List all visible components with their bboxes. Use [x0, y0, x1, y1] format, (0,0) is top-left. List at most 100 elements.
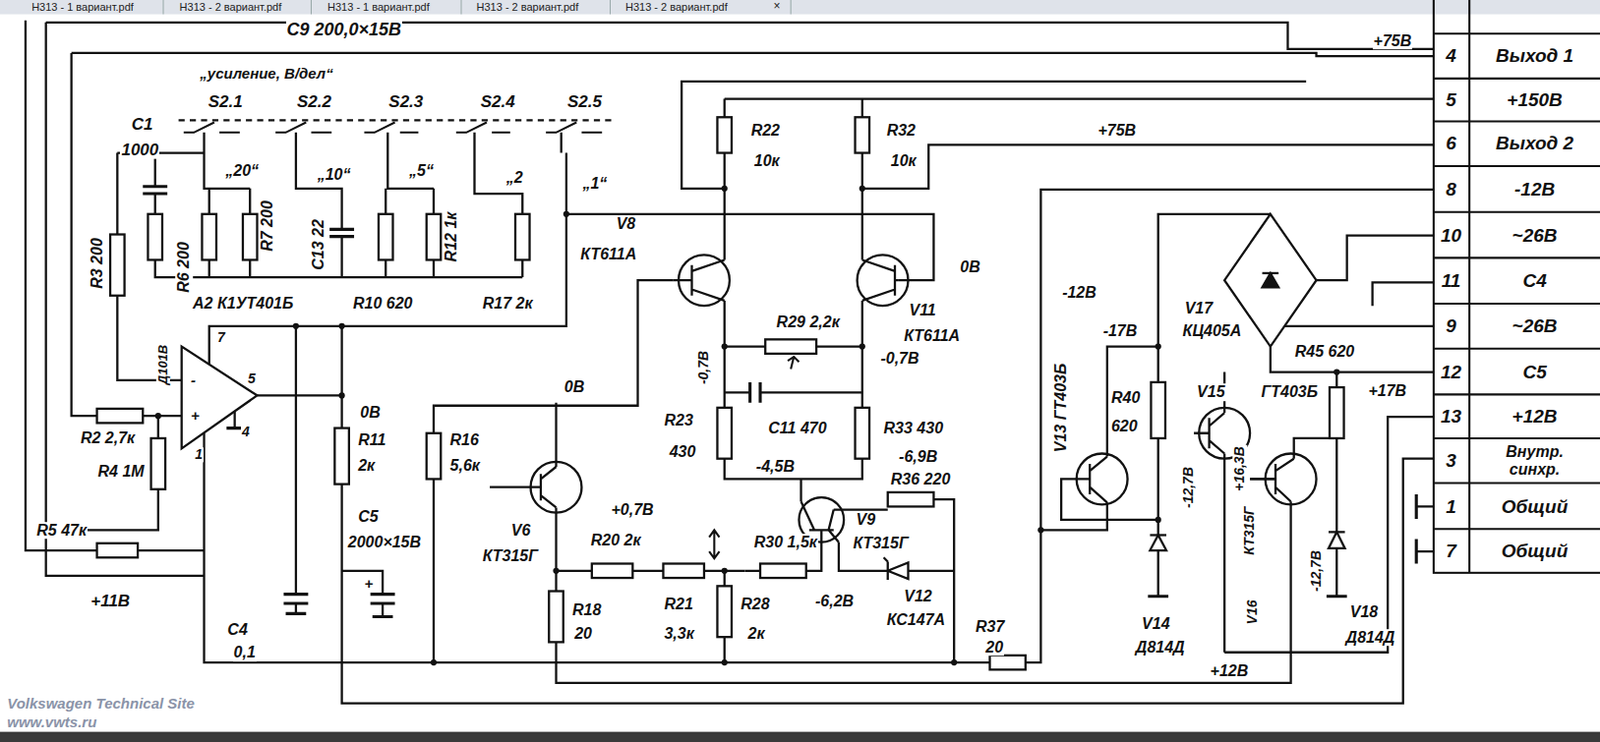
- component-label: 1: [193, 447, 204, 463]
- component-label: С9 200,0×15В: [286, 20, 404, 41]
- component-label: „1“: [581, 175, 608, 193]
- switch-symbols: [178, 119, 800, 559]
- component-label: +75В: [1096, 121, 1137, 140]
- component-label: R22: [750, 121, 781, 140]
- component-label: 10к: [889, 152, 918, 171]
- component-label: R4 1М: [97, 464, 146, 482]
- component-label: V15: [1195, 384, 1226, 403]
- component-label: -12,7В: [1308, 549, 1324, 593]
- table-cell: 3: [1444, 451, 1458, 473]
- status-strip: [0, 732, 1600, 742]
- table-cell: С5: [1521, 361, 1547, 383]
- component-label: 0В: [563, 379, 586, 398]
- component-label: „10“: [316, 167, 353, 185]
- table-cell: 4: [1444, 46, 1458, 67]
- table-cell: 7: [1444, 541, 1458, 563]
- component-label: Д101В: [156, 344, 171, 386]
- table-cell: Выход 2: [1494, 133, 1575, 155]
- tab-title: Н313 - 1 вариант.pdf: [326, 0, 431, 13]
- component-label: -4,5В: [755, 458, 796, 476]
- component-label: V18: [1349, 603, 1379, 622]
- tab-bar: [0, 0, 1600, 15]
- table-cell: 6: [1444, 133, 1458, 155]
- tab-separators: [163, 0, 791, 15]
- table-cell: 8: [1444, 179, 1458, 201]
- component-label: R29 2,2к: [775, 313, 841, 332]
- component-label: V8: [615, 215, 638, 234]
- tab-title: Н313 - 2 вариант.pdf: [475, 0, 581, 13]
- component-label: КТ611А: [902, 328, 961, 347]
- component-label: 0В: [358, 404, 381, 422]
- component-label: V16: [1245, 598, 1261, 626]
- component-label: R20 2к: [590, 532, 643, 550]
- component-label: Д814Д: [1134, 639, 1186, 657]
- component-label: V11: [907, 302, 937, 321]
- component-label: R30 1,5к: [753, 533, 819, 552]
- component-label: R32: [886, 121, 917, 140]
- component-label: КТ315Г: [1242, 505, 1257, 556]
- component-label: R18: [571, 601, 602, 620]
- component-label: V17: [1184, 300, 1214, 319]
- component-label: V13 ГТ403Б: [1052, 362, 1070, 455]
- component-label: 5,6к: [449, 457, 481, 475]
- table-cell: -12В: [1513, 179, 1556, 201]
- table-cell: Внутр. синхр.: [1484, 443, 1586, 478]
- component-label: R7 200: [258, 200, 277, 254]
- component-label: R10 620: [352, 295, 415, 313]
- component-label: 20: [573, 626, 593, 645]
- component-label: С5: [356, 508, 379, 527]
- component-label: 7: [216, 331, 227, 347]
- component-label: S2.1: [207, 92, 244, 112]
- component-label: +11В: [89, 592, 131, 612]
- component-label: R5 47к: [35, 522, 88, 540]
- table-cell: ~26В: [1511, 316, 1559, 338]
- component-label: 2к: [356, 457, 376, 475]
- component-label: 2000×15В: [347, 533, 422, 552]
- tab-title: Н313 - 1 вариант.pdf: [30, 0, 135, 13]
- capacitor-symbols: [142, 186, 761, 604]
- component-label: „2: [505, 169, 525, 187]
- component-label: V6: [510, 522, 533, 540]
- ground-marks: [226, 428, 1417, 618]
- component-label: С1: [130, 115, 155, 134]
- component-label: -17В: [1102, 322, 1139, 341]
- component-label: +75В: [1372, 32, 1414, 51]
- component-label: 5: [246, 371, 257, 387]
- component-label: „5“: [408, 163, 435, 181]
- wires: [25, 20, 1434, 705]
- component-label: -0,7В: [696, 349, 712, 385]
- table-cell: 1: [1444, 496, 1458, 518]
- table-cell: Выход 1: [1494, 46, 1575, 67]
- component-label: А2 К1УТ401Б: [191, 295, 295, 313]
- component-label: R21: [662, 596, 694, 615]
- component-label: КТ611А: [579, 246, 638, 265]
- component-label: R11: [356, 431, 387, 450]
- component-label: R17 2к: [481, 295, 534, 313]
- component-label: S2.3: [387, 92, 424, 112]
- table-cell: +150В: [1505, 89, 1564, 111]
- component-label: R28: [739, 596, 771, 615]
- component-label: 4: [240, 424, 251, 440]
- component-label: R16: [449, 431, 480, 450]
- table-cell: 5: [1444, 89, 1458, 111]
- component-label: „усиление, В/дел“: [198, 64, 334, 82]
- component-label: +16,3В: [1232, 446, 1247, 494]
- component-label: 20: [984, 639, 1005, 657]
- table-cell: 12: [1439, 361, 1463, 383]
- component-label: С11 470: [767, 419, 828, 438]
- component-label: 10к: [753, 152, 781, 171]
- component-label: -: [189, 372, 197, 390]
- component-label: КЦ405А: [1182, 322, 1244, 341]
- component-label: -12,7В: [1181, 466, 1196, 510]
- component-label: R3 200: [88, 237, 107, 291]
- component-label: 0,1: [233, 644, 257, 662]
- component-label: 2к: [747, 626, 767, 645]
- component-label: +17В: [1366, 383, 1408, 402]
- table-cell: С4: [1521, 271, 1547, 293]
- component-label: +12В: [1209, 662, 1250, 681]
- component-label: 3,3к: [662, 626, 695, 645]
- component-label: V9: [855, 511, 878, 530]
- component-label: V12: [902, 588, 933, 606]
- component-label: R33 430: [883, 419, 946, 438]
- component-label: V14: [1140, 615, 1171, 634]
